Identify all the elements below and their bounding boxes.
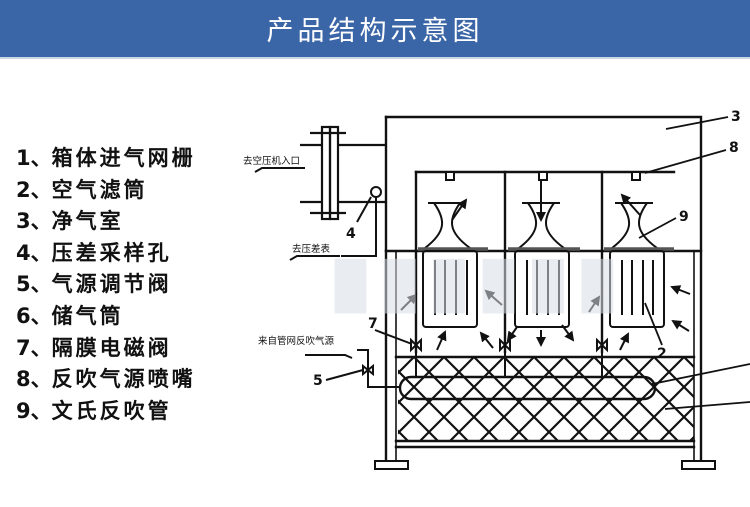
legend-label: 文氏反吹管 bbox=[51, 397, 172, 423]
legend-item: 8、反吹气源喷嘴 bbox=[16, 363, 196, 395]
legend-label: 空气滤筒 bbox=[51, 176, 148, 202]
legend-number: 4、 bbox=[16, 240, 52, 265]
legend-label: 压差采样孔 bbox=[51, 239, 172, 265]
legend-number: 8、 bbox=[16, 367, 52, 392]
legend-label: 反吹气源喷嘴 bbox=[51, 366, 196, 392]
callout-7: 7 bbox=[368, 316, 378, 332]
legend-label: 净气室 bbox=[51, 208, 124, 234]
leader-3 bbox=[665, 116, 729, 130]
filter-cartridges bbox=[422, 250, 665, 328]
arrow-to-compressor bbox=[254, 167, 305, 173]
leader-6 bbox=[651, 363, 750, 385]
callout-9: 9 bbox=[679, 209, 689, 225]
legend-label: 储气筒 bbox=[51, 302, 124, 328]
legend-number: 2、 bbox=[16, 177, 52, 202]
callout-4: 4 bbox=[346, 226, 356, 242]
right-foot bbox=[681, 460, 716, 470]
leader-9 bbox=[638, 217, 677, 239]
banner-title: 产品结构示意图 bbox=[266, 16, 484, 47]
arrow-from-source bbox=[305, 354, 353, 359]
legend-item: 7、隔膜电磁阀 bbox=[16, 332, 196, 364]
legend-item: 9、文氏反吹管 bbox=[16, 395, 196, 427]
title-banner: 产品结构示意图 bbox=[0, 0, 750, 59]
outlet-flange bbox=[300, 125, 386, 221]
legend-label: 气源调节阀 bbox=[51, 271, 172, 297]
legend-label: 隔膜电磁阀 bbox=[51, 334, 172, 360]
annotation-compressor-inlet: 去空压机入口 bbox=[243, 155, 300, 167]
legend-number: 7、 bbox=[16, 335, 52, 360]
legend-item: 2、空气滤筒 bbox=[16, 174, 196, 206]
leader-8 bbox=[644, 149, 727, 174]
legend-label: 箱体进气网栅 bbox=[51, 145, 196, 170]
callout-3: 3 bbox=[731, 109, 741, 125]
callout-5: 5 bbox=[313, 373, 323, 389]
left-foot bbox=[374, 460, 409, 470]
callout-8: 8 bbox=[729, 140, 739, 156]
airflow-arrows bbox=[400, 181, 691, 351]
legend-item: 6、储气筒 bbox=[16, 300, 196, 332]
component-legend: 1、箱体进气网栅 2、空气滤筒 3、净气室 4、压差采样孔 5、气源调节阀 6、… bbox=[16, 142, 196, 426]
legend-number: 1、 bbox=[16, 146, 52, 170]
legend-item: 4、压差采样孔 bbox=[16, 237, 196, 269]
legend-number: 5、 bbox=[16, 272, 52, 297]
legend-number: 6、 bbox=[16, 303, 52, 328]
regulating-valve bbox=[325, 349, 400, 388]
annotation-pulse-source: 来自管网反吹气源 bbox=[258, 335, 335, 347]
housing-outline bbox=[384, 115, 703, 469]
legend-number: 9、 bbox=[16, 398, 52, 423]
nozzles bbox=[445, 171, 641, 181]
legend-number: 3、 bbox=[16, 209, 52, 234]
leader-1 bbox=[664, 401, 750, 410]
annotation-pressure-gauge: 去压差表 bbox=[292, 243, 331, 255]
legend-item: 5、气源调节阀 bbox=[16, 268, 196, 300]
legend-item: 1、箱体进气网栅 bbox=[16, 142, 196, 174]
leader-2 bbox=[644, 302, 663, 346]
legend-item: 3、净气室 bbox=[16, 205, 196, 237]
pressure-sampling-hole bbox=[341, 186, 382, 257]
arrow-to-gauge bbox=[289, 255, 340, 261]
watermark: ▉▉▉▉▉▉ bbox=[334, 258, 631, 314]
callout-2: 2 bbox=[657, 346, 667, 362]
